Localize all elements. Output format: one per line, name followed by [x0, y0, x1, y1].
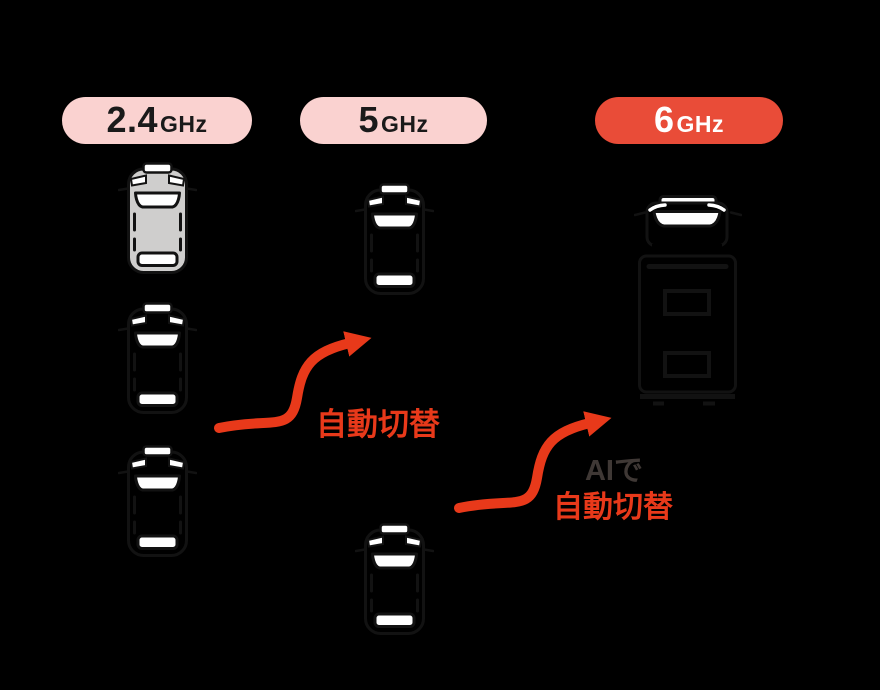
car-icon: [118, 162, 197, 274]
band-pill-6ghz-label: 6GHz: [653, 98, 725, 140]
ai-label: AIで: [584, 455, 643, 487]
band-pill-5ghz-label: 5GHz: [358, 98, 429, 140]
band-pill-2-4ghz: 2.4GHz: [62, 97, 252, 144]
band-pill-2-4ghz-label: 2.4GHz: [106, 98, 208, 140]
car-icon-pink: [118, 445, 197, 557]
truck-icon: [634, 195, 742, 407]
car-icon-pink: [355, 523, 434, 635]
car-icon: [355, 183, 434, 295]
auto-switch-label-2: 自動切替: [553, 491, 673, 524]
band-pill-6ghz: 6GHz: [595, 97, 783, 144]
band-pill-5ghz: 5GHz: [300, 97, 487, 144]
auto-switch-label-1: 自動切替: [316, 407, 440, 442]
car-icon: [118, 302, 197, 414]
